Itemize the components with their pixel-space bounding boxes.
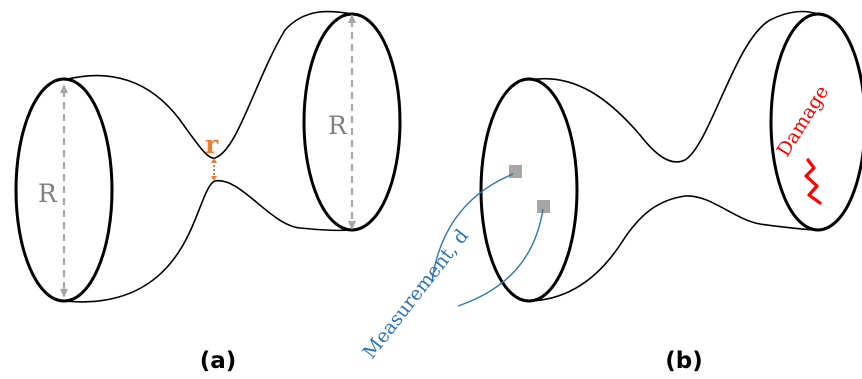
damage-label: Damage: [773, 82, 834, 161]
measurement-leader-2: [457, 208, 544, 307]
tube-outline-bottom: [63, 180, 353, 303]
right-radius-dimension: [348, 14, 356, 230]
sensor-2: [537, 200, 550, 213]
panel-b: Measurement, d Damage (b): [359, 10, 862, 374]
measurement-leader-1: [431, 173, 514, 283]
tube-outline-top: [63, 10, 353, 159]
tube-outline-bottom: [528, 195, 819, 302]
damage-squiggle-icon: [804, 158, 822, 205]
left-end-ellipse: [479, 77, 579, 303]
sensor-1: [509, 165, 522, 178]
left-end-ellipse: [14, 77, 114, 303]
panel-b-caption: (b): [665, 348, 703, 374]
left-radius-dimension: [60, 84, 68, 298]
neck-radius-dimension: [211, 158, 217, 181]
panel-a: R R r (a): [14, 10, 402, 374]
right-end-ellipse: [769, 12, 862, 232]
tube-outline-top: [528, 10, 819, 163]
panel-a-caption: (a): [200, 348, 237, 374]
measurement-label: Measurement, d: [359, 225, 473, 363]
right-radius-label: R: [328, 111, 348, 140]
left-radius-label: R: [38, 179, 58, 208]
neck-radius-label: r: [205, 130, 219, 159]
